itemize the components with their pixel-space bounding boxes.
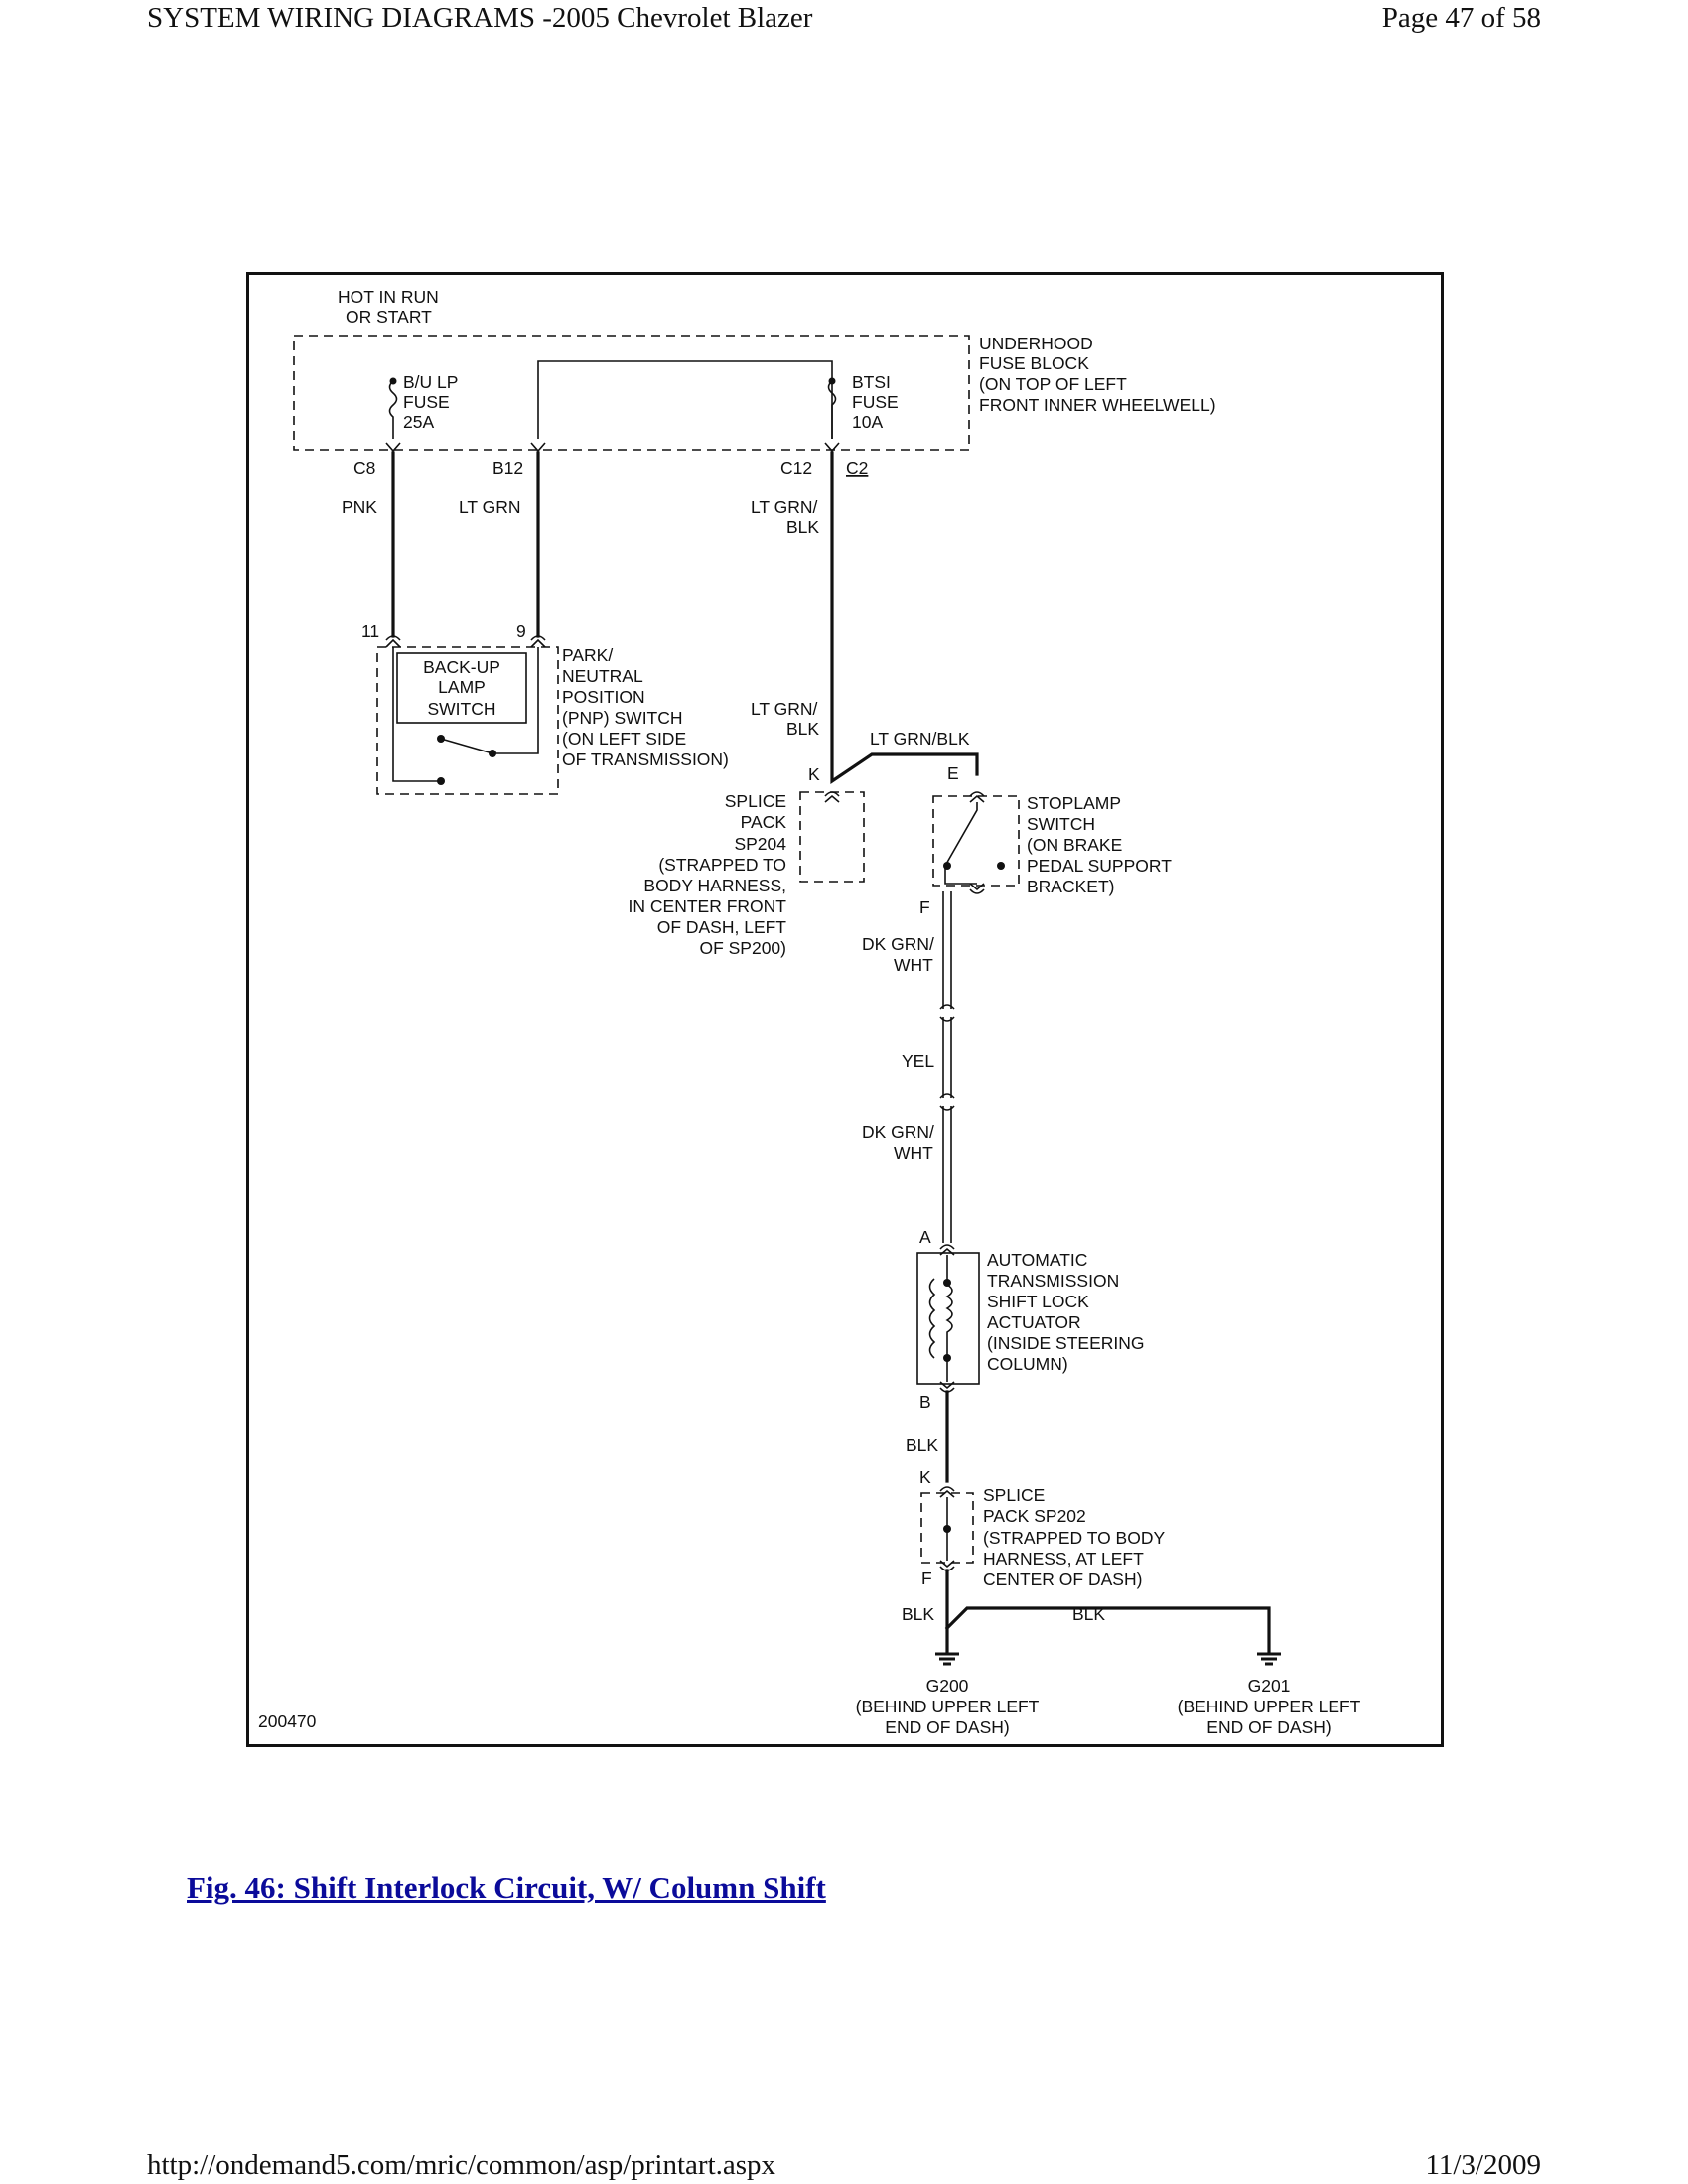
wire-label-lt-grn-blk-1a: LT GRN/ — [751, 497, 818, 517]
wire-label-yel: YEL — [902, 1051, 934, 1071]
actuator-pin-b: B — [919, 1392, 931, 1412]
sp202-pin-f: F — [921, 1569, 932, 1588]
fuse-btsi-label-2: FUSE — [852, 392, 899, 412]
pnp-switch-label-5: (ON LEFT SIDE — [562, 729, 686, 749]
figure-id: 200470 — [258, 1711, 317, 1731]
fuse-btsi-label-1: BTSI — [852, 372, 891, 392]
pnp-switch-label-1: PARK/ — [562, 645, 613, 665]
page-header-title: SYSTEM WIRING DIAGRAMS -2005 Chevrolet B… — [147, 2, 813, 34]
diagram-frame — [246, 272, 1444, 1747]
wiring-diagram: HOT IN RUN OR START UNDERHOOD FUSE BLOCK… — [246, 272, 1444, 1747]
splice-pack-sp204 — [799, 791, 865, 883]
pnp-switch-label-4: (PNP) SWITCH — [562, 708, 683, 728]
pin-c8: C8 — [353, 458, 375, 478]
underhood-fuse-block — [293, 335, 970, 453]
actuator-label-3: SHIFT LOCK — [987, 1292, 1089, 1311]
shift-lock-actuator — [916, 1244, 980, 1393]
sp204-label-1: SPLICE — [725, 791, 786, 811]
wire-label-lt-grn-blk-1b: BLK — [786, 517, 819, 537]
sp204-label-3: SP204 — [734, 834, 786, 854]
stoplamp-pin-f: F — [919, 897, 930, 917]
page-number: Page 47 of 58 — [1381, 2, 1541, 34]
sp204-label-8: OF SP200) — [699, 938, 786, 958]
actuator-label-1: AUTOMATIC — [987, 1250, 1087, 1270]
sp202-label-3: (STRAPPED TO BODY — [983, 1528, 1165, 1548]
wire-label-pnk: PNK — [342, 497, 377, 517]
connector-c2: C2 — [846, 458, 868, 478]
sp204-label-2: PACK — [741, 812, 787, 832]
wire-label-dk-grn-wht-1b: WHT — [894, 955, 933, 975]
sp204-label-5: BODY HARNESS, — [643, 876, 786, 895]
fuse-btsi-label-3: 10A — [852, 412, 883, 432]
ground-g201-icon — [1257, 1652, 1281, 1666]
stoplamp-label-1: STOPLAMP — [1027, 793, 1121, 813]
pin-b12: B12 — [492, 458, 523, 478]
fuse-block-label-2: FUSE BLOCK — [979, 353, 1089, 373]
sp202-label-4: HARNESS, AT LEFT — [983, 1549, 1144, 1569]
fuse-bu-lp-label-2: FUSE — [403, 392, 450, 412]
wire-blk-g201 — [944, 1606, 1271, 1654]
ground-g201-name: G201 — [1248, 1676, 1291, 1696]
actuator-label-2: TRANSMISSION — [987, 1271, 1119, 1291]
pin-c12: C12 — [780, 458, 812, 478]
pnp-switch-label-2: NEUTRAL — [562, 666, 643, 686]
stoplamp-label-3: (ON BRAKE — [1027, 835, 1122, 855]
sp204-pin-k: K — [808, 764, 820, 784]
stoplamp-label-5: BRACKET) — [1027, 877, 1114, 896]
splice-pack-sp202 — [920, 1486, 974, 1571]
wire-lt-grn-blk — [830, 451, 979, 785]
backup-lamp-switch-label-3: SWITCH — [427, 699, 495, 719]
wire-label-blk-2: BLK — [902, 1604, 934, 1624]
ground-g201-location-2: END OF DASH) — [1206, 1717, 1331, 1737]
pnp-pin-11: 11 — [361, 621, 379, 641]
wire-label-lt-grn-blk-2a: LT GRN/ — [751, 699, 818, 719]
sp202-label-5: CENTER OF DASH) — [983, 1570, 1142, 1589]
ground-g200-name: G200 — [926, 1676, 969, 1696]
actuator-label-5: (INSIDE STEERING — [987, 1333, 1145, 1353]
stoplamp-label-2: SWITCH — [1027, 814, 1095, 834]
wire-label-lt-grn-blk-2b: BLK — [786, 719, 819, 739]
power-label-2: OR START — [346, 307, 432, 327]
fuse-block-label-3: (ON TOP OF LEFT — [979, 374, 1127, 394]
pnp-switch-label-3: POSITION — [562, 687, 645, 707]
page-footer-date: 11/3/2009 — [1425, 2149, 1541, 2181]
sp202-pin-k: K — [919, 1467, 931, 1487]
sp204-label-7: OF DASH, LEFT — [657, 917, 787, 937]
page-footer-url: http://ondemand5.com/mric/common/asp/pri… — [147, 2149, 776, 2181]
actuator-label-6: COLUMN) — [987, 1354, 1068, 1374]
backup-lamp-switch-label-2: LAMP — [438, 677, 486, 697]
wire-label-blk-3: BLK — [1072, 1604, 1105, 1624]
ground-g201-location-1: (BEHIND UPPER LEFT — [1178, 1697, 1361, 1716]
wire-label-dk-grn-wht-2b: WHT — [894, 1143, 933, 1162]
ground-g200-location-1: (BEHIND UPPER LEFT — [856, 1697, 1040, 1716]
fuse-bu-lp-label-1: B/U LP — [403, 372, 458, 392]
wire-dk-grn-wht-harness — [939, 891, 955, 1243]
stoplamp-switch — [932, 791, 1020, 894]
fuse-bu-lp-label-3: 25A — [403, 412, 434, 432]
sp204-label-4: (STRAPPED TO — [658, 855, 786, 875]
wire-label-dk-grn-wht-2a: DK GRN/ — [862, 1122, 934, 1142]
sp204-label-6: IN CENTER FRONT — [629, 896, 787, 916]
wire-label-dk-grn-wht-1a: DK GRN/ — [862, 934, 934, 954]
actuator-pin-a: A — [919, 1227, 931, 1247]
pnp-switch-label-6: OF TRANSMISSION) — [562, 750, 729, 769]
sp202-label-1: SPLICE — [983, 1485, 1045, 1505]
ground-g200-location-2: END OF DASH) — [885, 1717, 1009, 1737]
wire-label-lt-grn-blk-3: LT GRN/BLK — [870, 729, 970, 749]
stoplamp-label-4: PEDAL SUPPORT — [1027, 856, 1172, 876]
stoplamp-pin-e: E — [947, 763, 959, 783]
fuse-block-label-1: UNDERHOOD — [979, 334, 1093, 353]
sp202-label-2: PACK SP202 — [983, 1506, 1086, 1526]
power-label-1: HOT IN RUN — [338, 287, 439, 307]
actuator-label-4: ACTUATOR — [987, 1312, 1081, 1332]
backup-lamp-switch-label-1: BACK-UP — [423, 657, 500, 677]
pnp-pin-9: 9 — [516, 621, 526, 641]
ground-g200-icon — [935, 1652, 959, 1666]
figure-caption-link[interactable]: Fig. 46: Shift Interlock Circuit, W/ Col… — [187, 1870, 826, 1905]
wire-label-lt-grn: LT GRN — [459, 497, 521, 517]
wire-label-blk-1: BLK — [906, 1435, 938, 1455]
pnp-switch — [376, 635, 559, 795]
fuse-block-label-4: FRONT INNER WHEELWELL) — [979, 395, 1216, 415]
